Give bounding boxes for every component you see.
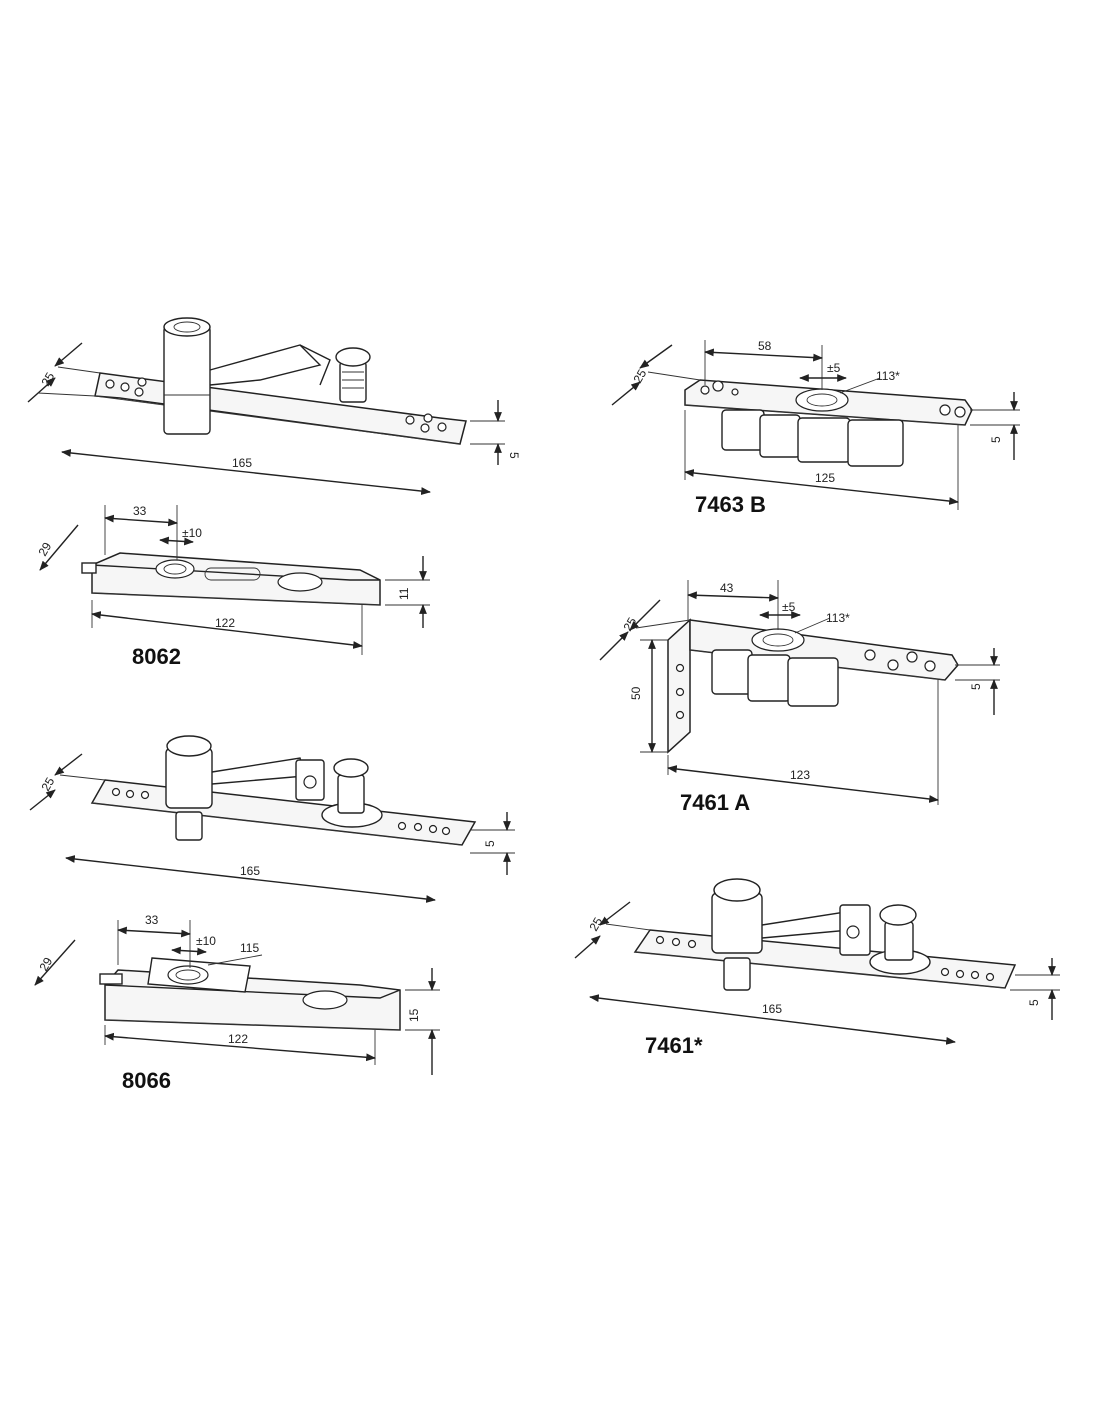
dim-offset: 58 bbox=[758, 339, 772, 353]
dim-length: 165 bbox=[762, 1002, 782, 1016]
model-label: 8062 bbox=[132, 644, 181, 669]
adjust-screw bbox=[335, 347, 371, 403]
dim-height: 50 bbox=[629, 686, 643, 700]
pivot-plate bbox=[94, 372, 467, 445]
dim-width: 29 bbox=[36, 955, 55, 974]
dim-length: 123 bbox=[790, 768, 810, 782]
drawing-8062: 29 33 ±10 122 11 8062 bbox=[35, 504, 430, 669]
dim-thickness: 5 bbox=[1027, 999, 1041, 1006]
dim-thickness: 5 bbox=[507, 452, 521, 459]
drawing-7461-star: 25 165 5 7461* bbox=[574, 878, 1060, 1058]
model-label: 7461 A bbox=[680, 790, 750, 815]
bearing-housing bbox=[711, 649, 839, 707]
dim-width: 25 bbox=[38, 775, 57, 794]
spring-arm bbox=[761, 911, 851, 939]
dim-length: 125 bbox=[815, 471, 835, 485]
dim-height: 15 bbox=[407, 1008, 421, 1022]
dim-width: 29 bbox=[35, 540, 54, 559]
dim-tolerance: ±10 bbox=[182, 526, 202, 540]
drawing-7463b: 25 58 ±5 113* 125 5 7463 B bbox=[611, 339, 1020, 517]
dim-length: 165 bbox=[232, 456, 252, 470]
model-label: 7463 B bbox=[695, 492, 766, 517]
spring-arm bbox=[211, 757, 306, 785]
dim-thickness: 5 bbox=[989, 436, 1003, 443]
dim-offset: 33 bbox=[145, 913, 159, 927]
pivot-plate bbox=[90, 779, 477, 846]
drawing-pivot-165-b: 25 165 5 bbox=[29, 735, 515, 903]
drawing-7461a: 25 43 ±5 113* 50 123 5 7461 A bbox=[599, 580, 1000, 815]
pivot-cylinder bbox=[163, 317, 211, 435]
dim-tolerance: ±5 bbox=[827, 361, 841, 375]
dim-width: 25 bbox=[630, 367, 649, 386]
dim-offset: 43 bbox=[720, 581, 734, 595]
spring-arm bbox=[209, 344, 331, 386]
dim-width: 25 bbox=[620, 615, 639, 634]
dim-thickness: 5 bbox=[483, 840, 497, 847]
dim-width: 25 bbox=[586, 915, 605, 934]
dim-length: 122 bbox=[228, 1032, 248, 1046]
angle-bracket bbox=[667, 618, 959, 754]
bearing-housing bbox=[721, 409, 904, 467]
pivot-cylinder bbox=[711, 878, 763, 991]
dim-tolerance: ±5 bbox=[782, 600, 796, 614]
dim-tolerance: ±10 bbox=[196, 934, 216, 948]
adjust-screw bbox=[295, 758, 383, 828]
adjust-screw bbox=[839, 904, 931, 975]
dim-thickness: 5 bbox=[969, 683, 983, 690]
dim-offset: 33 bbox=[133, 504, 147, 518]
dim-height: 11 bbox=[397, 587, 411, 600]
pivot-cylinder bbox=[165, 735, 213, 841]
drawing-8066: 29 33 ±10 115 122 15 8066 bbox=[34, 913, 440, 1093]
model-label: 8066 bbox=[122, 1068, 171, 1093]
dim-length: 122 bbox=[215, 616, 235, 630]
model-label: 7461* bbox=[645, 1033, 703, 1058]
channel-body bbox=[81, 552, 381, 606]
dim-length: 165 bbox=[240, 864, 260, 878]
dim-diameter: 115 bbox=[240, 941, 259, 955]
dim-width: 25 bbox=[38, 370, 57, 389]
dim-diameter: 113* bbox=[876, 369, 900, 383]
drawing-pivot-165-a: 25 165 5 bbox=[27, 317, 521, 495]
pivot-plate bbox=[633, 929, 1017, 989]
dim-diameter: 113* bbox=[826, 611, 850, 625]
channel-body bbox=[99, 957, 401, 1031]
pivot-plate bbox=[684, 379, 973, 426]
